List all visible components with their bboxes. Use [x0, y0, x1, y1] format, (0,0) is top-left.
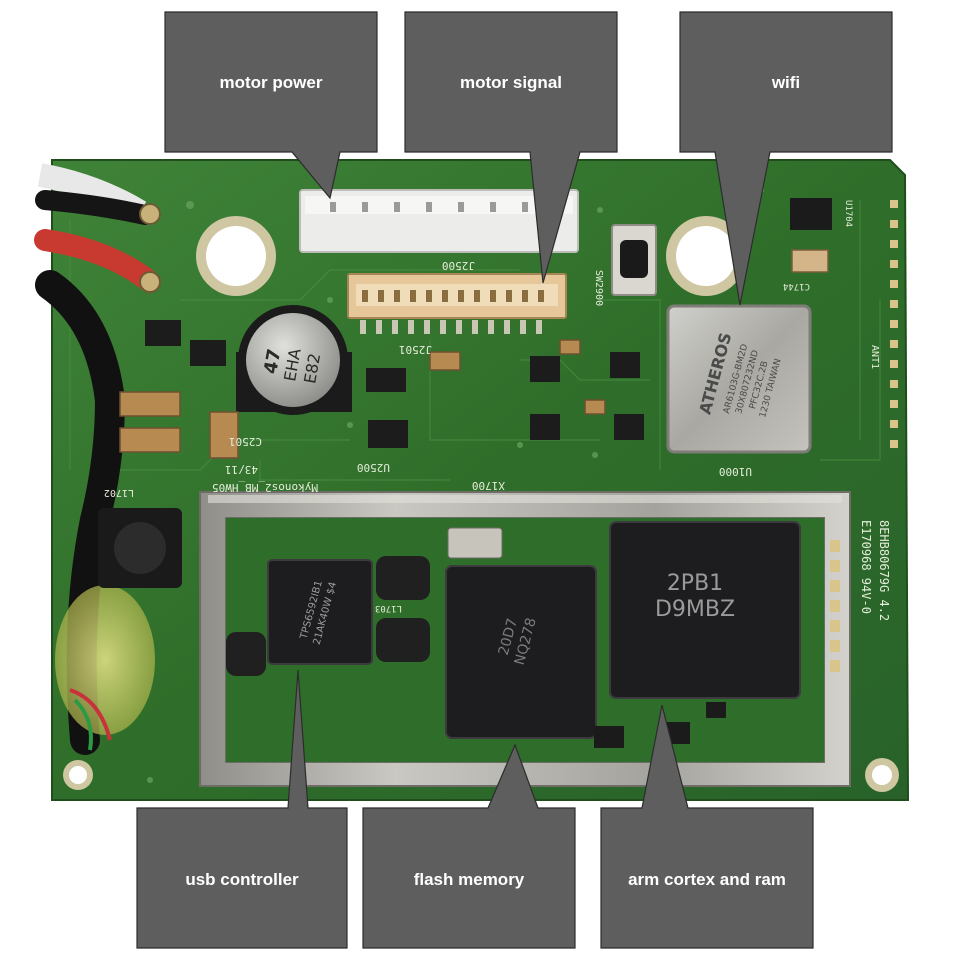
silk-l1702: L1702 [104, 487, 134, 498]
callout-label-motor-signal: motor signal [460, 73, 562, 92]
callout-motor-power: motor power [164, 11, 378, 200]
callout-label-flash-memory: flash memory [414, 870, 525, 889]
ram-line-1: 2PB1 [667, 571, 723, 596]
antenna-pads [890, 200, 898, 448]
silk-x1700: X1700 [472, 479, 505, 492]
silk-board-name: Mykonos2_MB_HW05 [212, 481, 318, 494]
silk-c1744: C1744 [783, 281, 810, 291]
callout-wifi: wifi [679, 11, 893, 306]
usb-controller-chip [267, 559, 373, 665]
callout-label-arm-cortex-ram: arm cortex and ram [628, 870, 786, 889]
silk-board-date: 43/11 [225, 463, 258, 476]
electrolytic-capacitor [236, 305, 352, 415]
silkscreen-labels: J2500 J2501 SW2900 C2501 U2500 X1700 U10… [104, 200, 891, 621]
smd-passives [119, 339, 606, 459]
power-inductors [226, 556, 430, 676]
small-transistors [145, 320, 644, 448]
callout-label-motor-power: motor power [220, 73, 323, 92]
cap-line-1: 47 [260, 347, 285, 375]
callout-motor-signal: motor signal [404, 11, 618, 284]
mounting-holes [63, 216, 899, 792]
ram-line-2: D9MBZ [655, 597, 735, 622]
silk-u2500: U2500 [357, 461, 390, 474]
motor-power-connector [299, 189, 579, 253]
callout-usb-controller: usb controller [136, 669, 348, 949]
edge-pads [830, 540, 840, 672]
silk-cert-2: 8EHB80679G 4.2 [877, 520, 891, 621]
silk-u1000: U1000 [719, 465, 752, 478]
silk-j2501: J2501 [399, 343, 432, 356]
wifi-module [666, 304, 812, 454]
silk-cert-1: E170968 94V-0 [859, 520, 873, 614]
arm-cortex-ram-chip [609, 521, 801, 699]
silk-ant1: ANT1 [869, 345, 880, 369]
callout-label-usb-controller: usb controller [185, 870, 299, 889]
crystal-x1700 [447, 527, 503, 559]
silk-sw2900: SW2900 [593, 270, 604, 306]
silk-c2501: C2501 [229, 435, 262, 448]
silk-u1704: U1704 [843, 200, 853, 227]
silk-j2500: J2500 [442, 259, 475, 272]
u1704-regulator [790, 198, 832, 273]
motor-signal-connector [347, 273, 567, 334]
flash-memory-chip [445, 565, 597, 739]
power-cable [34, 163, 161, 755]
callout-label-wifi: wifi [771, 73, 800, 92]
silk-l1703: L1703 [375, 603, 402, 613]
callout-arm-cortex-ram: arm cortex and ram [600, 704, 814, 949]
inductor-l1702 [98, 508, 182, 588]
callout-flash-memory: flash memory [362, 743, 576, 949]
push-button-sw2900 [611, 224, 657, 296]
